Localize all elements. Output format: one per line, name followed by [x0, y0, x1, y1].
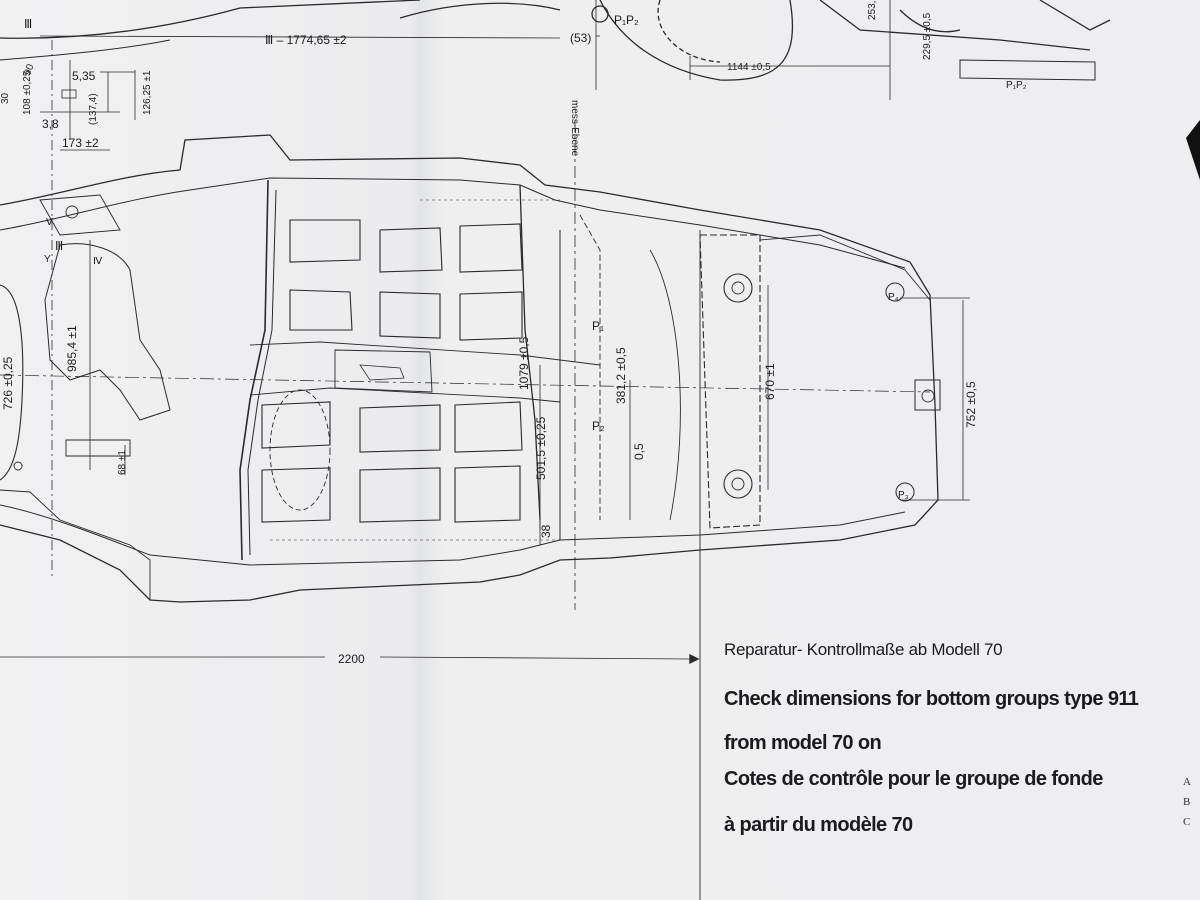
label-p4: P₄ — [888, 292, 899, 303]
dim-12625: 126,25 ±1 — [142, 70, 153, 115]
caption-french-line1: Cotes de contrôle pour le groupe de fond… — [724, 768, 1103, 790]
label-roman-5: Ⅴ — [46, 217, 53, 228]
dim-38a: 3,8 — [42, 117, 59, 131]
dim-1079: 1079 ±0,5 — [517, 336, 531, 390]
caption-english-line2: from model 70 on — [724, 732, 882, 754]
label-p3: P₃ — [898, 490, 909, 501]
label-mess-ebene: mess-Ebene — [569, 100, 580, 157]
caption-english-line1: Check dimensions for bottom groups type … — [724, 688, 1139, 710]
margin-letter-a: A — [1183, 776, 1191, 788]
label-p1p2-top: P₁P₂ — [614, 13, 639, 27]
dim-752: 752 ±0,5 — [964, 381, 978, 428]
dim-2535: 253,5 — [867, 0, 878, 20]
dim-2295: 229,5 ±0,5 — [922, 12, 933, 60]
dim-90: 90 — [22, 62, 36, 77]
dim-535: 5,35 — [72, 69, 96, 83]
dim-3812: 381,2 ±0,5 — [614, 347, 628, 404]
caption-german: Reparatur- Kontrollmaße ab Modell 70 — [724, 640, 1003, 659]
label-p2: P₂ — [592, 419, 605, 433]
dim-1144: 1144 ±0,5 — [727, 62, 771, 73]
dim-670: 670 ±1 — [763, 363, 777, 400]
label-roman-4: Ⅳ — [93, 256, 103, 267]
dim-5015: 501,5 ±0,25 — [534, 416, 548, 480]
label-p1p2-right: P₁P₂ — [1006, 80, 1027, 91]
label-roman-3-top: Ⅲ — [24, 17, 32, 31]
label-y: Y — [44, 254, 51, 265]
margin-letter-b: B — [1183, 796, 1191, 808]
dim-2200: 2200 — [338, 652, 365, 666]
caption-french-line2: à partir du modèle 70 — [724, 814, 913, 836]
dim-9854: 985,4 ±1 — [65, 325, 79, 372]
label-roman-3-mid: Ⅲ — [55, 239, 63, 253]
dim-1774: Ⅲ – 1774,65 ±2 — [265, 33, 347, 47]
dim-108: 108 ±0,25 — [22, 70, 33, 115]
dim-30: 30 — [0, 92, 11, 104]
dim-38: 38 — [539, 524, 553, 538]
dim-05: 0,5 — [632, 443, 646, 460]
label-p1: P₁ — [592, 319, 604, 333]
dim-726: 726 ±0,25 — [1, 356, 15, 410]
margin-letter-c: C — [1183, 816, 1191, 828]
dim-68: 68 ±1 — [117, 450, 128, 475]
dim-173: 173 ±2 — [62, 136, 99, 150]
dim-53: (53) — [570, 31, 591, 45]
dim-1374: (137,4) — [88, 93, 99, 125]
